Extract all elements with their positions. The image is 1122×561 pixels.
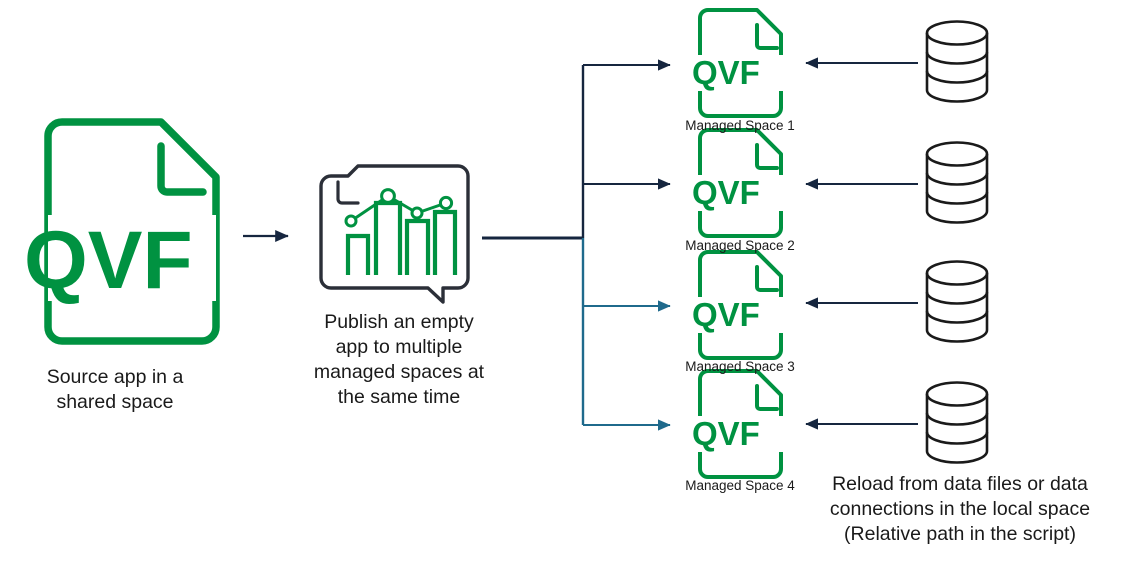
svg-text:QVF: QVF xyxy=(692,415,760,452)
branch-connector xyxy=(482,59,671,431)
managed-space-3-label: Managed Space 3 xyxy=(685,359,795,374)
publish-bubble-icon xyxy=(319,164,470,304)
source-qvf-icon: QVF xyxy=(24,118,220,345)
database-cylinder-icon-1 xyxy=(925,20,989,103)
publish-caption: Publish an empty app to multiple managed… xyxy=(313,311,485,408)
reload-caption: Reload from data files or data connectio… xyxy=(829,473,1091,545)
managed-space-4-label: Managed Space 4 xyxy=(685,478,795,493)
database-cylinder-icon-2 xyxy=(925,141,989,224)
managed-space-2-label: Managed Space 2 xyxy=(685,238,795,253)
source-caption: Source app in a shared space xyxy=(46,366,184,413)
database-cylinder-icon-3 xyxy=(925,260,989,343)
target-qvf-icon-3: QVF xyxy=(692,250,784,360)
source-qvf-text: QVF xyxy=(24,215,193,306)
target-qvf-icon-4: QVF xyxy=(692,369,784,479)
target-qvf-icon-2: QVF xyxy=(692,128,784,238)
managed-space-1-label: Managed Space 1 xyxy=(685,118,795,133)
svg-text:QVF: QVF xyxy=(692,296,760,333)
svg-text:QVF: QVF xyxy=(692,54,760,91)
svg-text:QVF: QVF xyxy=(692,174,760,211)
reload-arrows xyxy=(805,57,918,430)
target-qvf-icon-1: QVF xyxy=(692,8,784,118)
database-cylinder-icon-4 xyxy=(925,381,989,464)
